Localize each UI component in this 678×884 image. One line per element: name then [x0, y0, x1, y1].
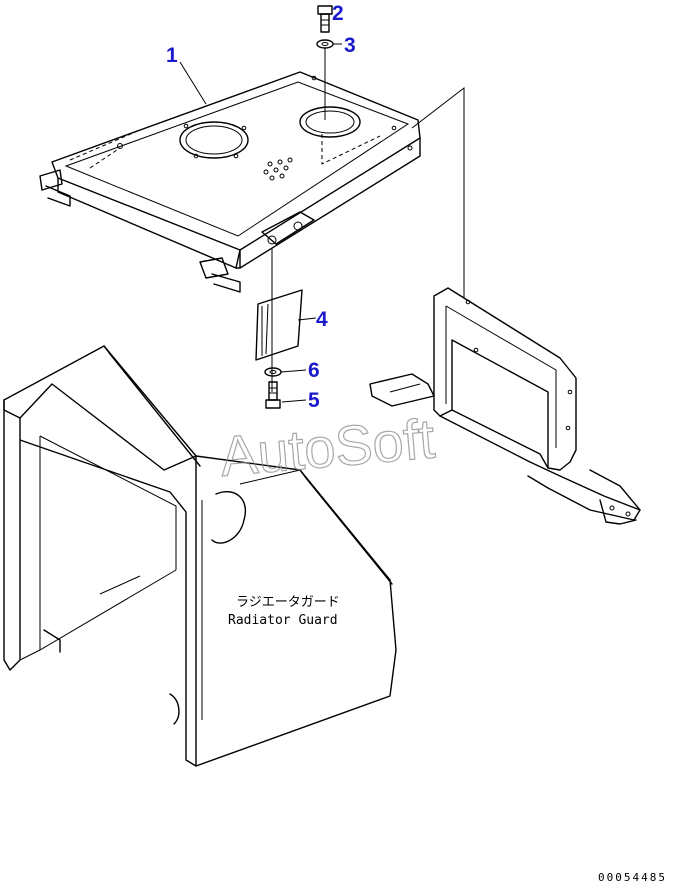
callout-6: 6 [308, 359, 320, 382]
reference-line [411, 86, 465, 298]
note-english: Radiator Guard [228, 613, 338, 628]
part-3-washer [316, 39, 334, 49]
part-2-bolt [317, 5, 333, 33]
callout-4: 4 [316, 308, 328, 331]
callout-2: 2 [332, 2, 344, 25]
part-4-plate [255, 289, 303, 361]
part-6-washer [264, 367, 282, 377]
document-number: 00054485 [598, 871, 667, 884]
leader-lines [179, 13, 342, 403]
support-frame [369, 287, 641, 525]
callout-1: 1 [166, 44, 178, 67]
callout-3: 3 [344, 34, 356, 57]
note-japanese: ラジエータガード [236, 595, 340, 610]
part-5-bolt [265, 381, 281, 409]
radiator-guard [3, 345, 397, 767]
part-1-top-plate [39, 71, 421, 293]
callout-5: 5 [308, 389, 320, 412]
watermark: AutoSoft [218, 406, 438, 488]
